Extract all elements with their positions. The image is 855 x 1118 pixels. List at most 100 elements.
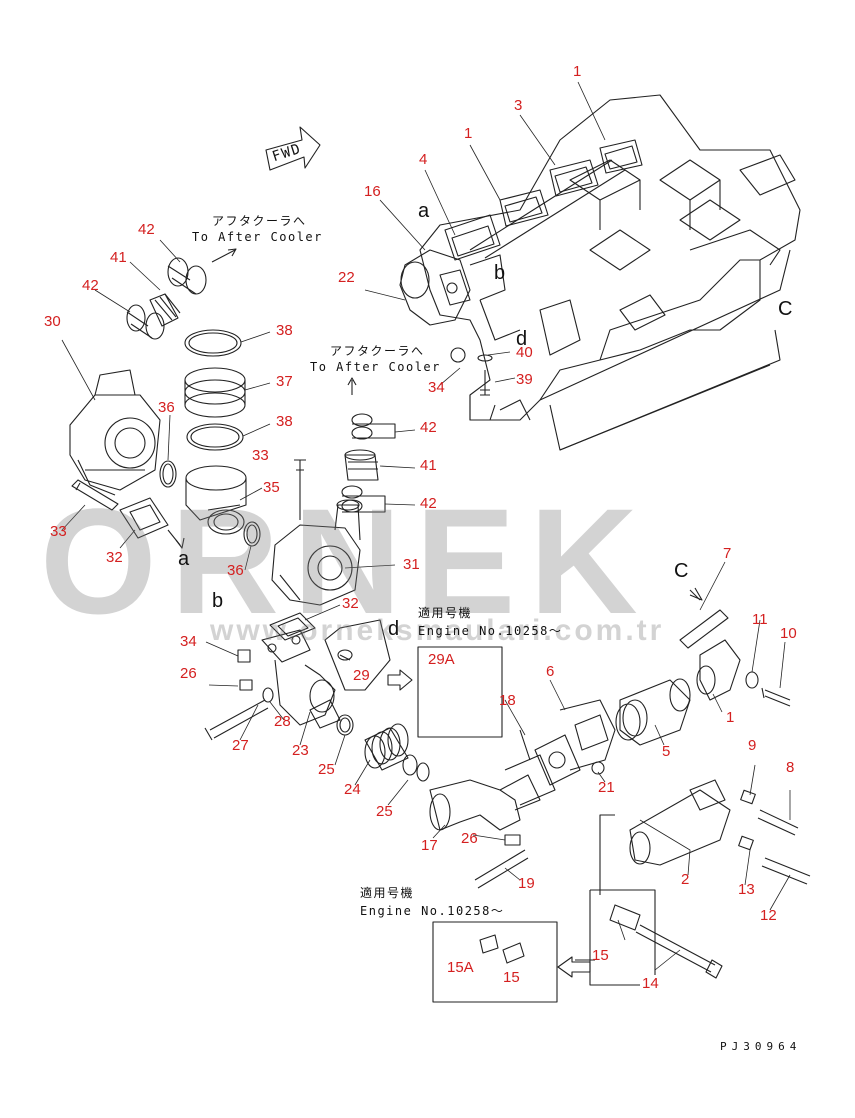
- watermark-brand: ORNEK: [40, 477, 652, 645]
- callout-30: 30: [44, 313, 61, 330]
- callout-2: 2: [681, 871, 690, 888]
- callout-4: 4: [419, 151, 428, 168]
- callout-40: 40: [516, 344, 533, 361]
- exhaust-outlet-elbow: [399, 249, 521, 396]
- callout-1-b: 1: [464, 125, 473, 142]
- connection-letter-a-top: a: [418, 200, 430, 222]
- exhaust-manifold-upper: [444, 139, 643, 261]
- bellows-and-rings: [336, 714, 430, 782]
- bracket-15: [557, 814, 656, 986]
- connection-letter-b-bottom: b: [212, 590, 224, 612]
- callout-25-b: 25: [376, 803, 393, 820]
- callout-38-a: 38: [276, 322, 293, 339]
- callout-42-a: 42: [138, 221, 155, 238]
- callout-3: 3: [514, 97, 523, 114]
- callout-15A: 15A: [447, 959, 474, 976]
- callout-32-a: 32: [106, 549, 123, 566]
- callout-12: 12: [760, 907, 777, 924]
- callout-21: 21: [598, 779, 615, 796]
- turbocharger-right: [271, 459, 361, 606]
- bolt-14: [609, 904, 723, 979]
- pointer-arrow-29: [387, 669, 413, 691]
- callout-9: 9: [748, 737, 757, 754]
- callout-41-b: 41: [420, 457, 437, 474]
- applicability-note-1-jp: 適用号機: [418, 606, 473, 620]
- callout-26-a: 26: [180, 665, 197, 682]
- callout-24: 24: [344, 781, 361, 798]
- callout-42-b: 42: [82, 277, 99, 294]
- callout-42-d: 42: [420, 495, 437, 512]
- callout-1-a: 1: [573, 63, 582, 80]
- callout-32-b: 32: [342, 595, 359, 612]
- connection-letter-d-mid: d: [388, 618, 400, 640]
- pipe-2-and-bolts: [629, 779, 811, 885]
- flange-connector: [519, 699, 616, 786]
- callout-8: 8: [786, 759, 795, 776]
- engine-block: [419, 94, 801, 451]
- applicability-note-1-en: Engine No.10258～: [418, 624, 563, 638]
- connection-letter-c-right: C: [778, 298, 793, 320]
- callout-35: 35: [263, 479, 280, 496]
- callout-25-a: 25: [318, 761, 335, 778]
- callout-7: 7: [723, 545, 732, 562]
- watermark-url: www.orneksmaulari.com.tr: [210, 614, 665, 647]
- callout-1-c: 1: [726, 709, 735, 726]
- callout-18: 18: [499, 692, 516, 709]
- callout-27: 27: [232, 737, 249, 754]
- applicability-box-lower: [432, 921, 558, 1003]
- callout-34-top: 34: [428, 379, 445, 396]
- callout-33-a: 33: [252, 447, 269, 464]
- callout-26-b: 26: [461, 830, 478, 847]
- aftercooler-note-1-jp: アフタクーラへ: [212, 214, 307, 228]
- pipe-5: [615, 678, 691, 746]
- aftercooler-note-1-en: To After Cooler: [192, 230, 323, 244]
- callout-15-b: 15: [503, 969, 520, 986]
- callout-13: 13: [738, 881, 755, 898]
- callout-37: 37: [276, 373, 293, 390]
- small-seal-rings: [159, 460, 261, 547]
- callout-31: 31: [403, 556, 420, 573]
- callout-23: 23: [292, 742, 309, 759]
- callout-29A: 29A: [428, 651, 455, 668]
- callout-6: 6: [546, 663, 555, 680]
- callout-15-a: 15: [592, 947, 609, 964]
- callout-11: 11: [752, 611, 768, 628]
- callout-17: 17: [421, 837, 438, 854]
- callout-39: 39: [516, 371, 533, 388]
- connection-letter-b-top: b: [494, 262, 506, 284]
- leader-lines: [61, 81, 791, 971]
- applicability-box-upper: [417, 646, 503, 738]
- callout-41-a: 41: [110, 249, 127, 266]
- clamp-and-sleeve: [679, 587, 791, 707]
- callout-33-b: 33: [50, 523, 67, 540]
- aftercooler-note-2-en: To After Cooler: [310, 360, 441, 374]
- callout-14: 14: [642, 975, 659, 992]
- callout-16: 16: [364, 183, 381, 200]
- drawing-code: PJ30964: [720, 1040, 802, 1053]
- callout-5: 5: [662, 743, 671, 760]
- aftercooler-note-2-jp: アフタクーラへ: [330, 344, 425, 358]
- seal-rings-and-sleeve: [184, 329, 247, 535]
- fwd-arrow-icon: [265, 126, 321, 171]
- callout-29-a: 29: [353, 667, 370, 684]
- aftercooler-hose-upper-left: [126, 248, 237, 340]
- callout-42-c: 42: [420, 419, 437, 436]
- callout-28: 28: [274, 713, 291, 730]
- callout-36-b: 36: [227, 562, 244, 579]
- connection-letter-c-lower: C: [674, 560, 689, 582]
- callout-10: 10: [780, 625, 797, 642]
- applicability-note-2-en: Engine No.10258～: [360, 904, 505, 918]
- callout-22: 22: [338, 269, 355, 286]
- callout-34-bottom: 34: [180, 633, 197, 650]
- connection-letter-a-left: a: [178, 548, 190, 570]
- callout-19: 19: [518, 875, 535, 892]
- callout-36-a: 36: [158, 399, 175, 416]
- applicability-note-2-jp: 適用号機: [360, 886, 415, 900]
- elbow-pipe-17: [429, 754, 556, 889]
- connection-letter-d-top: d: [516, 328, 528, 350]
- turbocharger-left: [69, 369, 161, 496]
- bolt-and-gasket-left: [71, 479, 185, 549]
- callout-38-b: 38: [276, 413, 293, 430]
